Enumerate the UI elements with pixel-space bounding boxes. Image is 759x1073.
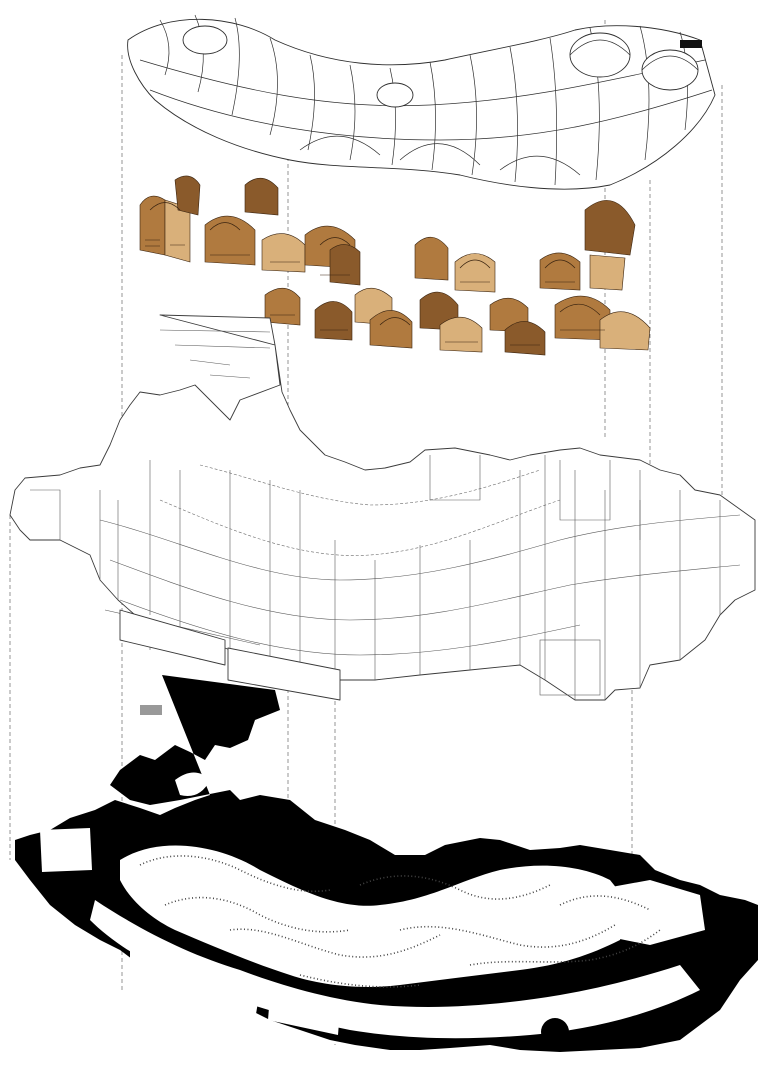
plan-apse xyxy=(541,1018,569,1046)
plan-room xyxy=(175,772,210,796)
walls-layer xyxy=(9,314,756,701)
dome xyxy=(569,32,631,78)
tower-block xyxy=(539,639,601,696)
formwork-piece xyxy=(439,316,483,353)
plan-column-dots xyxy=(139,855,661,988)
formwork-piece xyxy=(314,301,353,341)
formwork-arches xyxy=(145,202,605,346)
vault-roof-layer xyxy=(127,14,716,190)
formwork-piece xyxy=(244,177,279,216)
formwork-piece xyxy=(599,311,651,351)
plan-stair xyxy=(140,705,162,715)
plan-room xyxy=(520,875,575,915)
plan-void xyxy=(120,845,630,987)
formwork-piece xyxy=(174,175,201,216)
plan-room xyxy=(130,950,260,1020)
formwork-piece xyxy=(204,215,256,266)
dome xyxy=(376,82,414,108)
timber-formwork-layer xyxy=(139,175,651,356)
formwork-piece xyxy=(589,254,626,291)
formwork-piece xyxy=(264,287,301,326)
formwork-piece xyxy=(454,253,496,293)
dome xyxy=(182,25,228,55)
formwork-dome-piece xyxy=(584,200,636,256)
formwork-piece xyxy=(504,321,546,356)
formwork-row-upper xyxy=(139,175,636,293)
plan-room xyxy=(595,880,705,945)
wall-details xyxy=(30,329,741,701)
formwork-piece xyxy=(539,252,581,291)
lower-wing xyxy=(119,609,226,666)
formwork-row-lower xyxy=(264,287,651,356)
plan-voids xyxy=(40,772,705,1039)
skylight xyxy=(680,40,702,48)
formwork-piece xyxy=(329,244,361,286)
plan-room xyxy=(40,828,92,872)
formwork-piece xyxy=(369,310,413,349)
lower-wing xyxy=(227,647,341,701)
plan-void xyxy=(90,900,700,1039)
vault-band xyxy=(127,18,716,190)
vault-cells xyxy=(139,14,713,186)
formwork-piece xyxy=(414,236,449,281)
floor-plan-layer xyxy=(15,675,758,1052)
formwork-piece xyxy=(261,233,306,273)
plan-room xyxy=(268,995,340,1035)
